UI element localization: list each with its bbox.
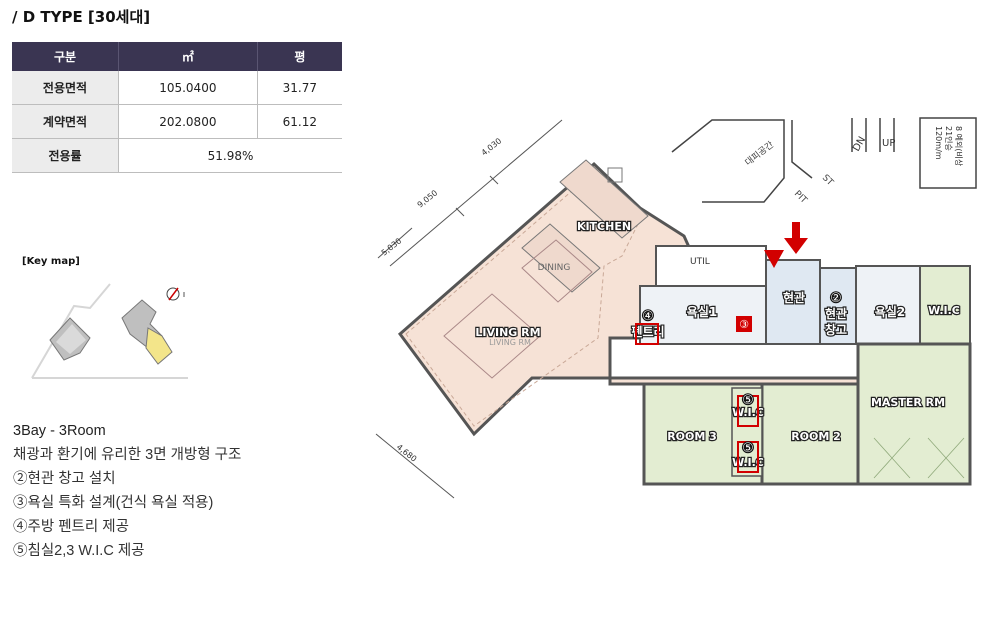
- core-label-st: ST: [820, 173, 835, 188]
- keymap-building-a-core: [56, 324, 86, 354]
- entrance-storage-label-1: 현관: [825, 306, 847, 321]
- feature-item: 채광과 환기에 유리한 3면 개방형 구조: [13, 447, 242, 463]
- side-note: 8 예외(비상: [954, 126, 964, 167]
- cell-m2: 202.0800: [118, 104, 258, 139]
- keymap-highlight-unit: [145, 327, 173, 365]
- cell-m2: 105.0400: [118, 71, 258, 105]
- bath2-zone: [855, 265, 921, 345]
- util-label: UTIL: [690, 257, 710, 267]
- bath1-label: 욕실1: [687, 304, 717, 319]
- table-row: 전용률 51.98%: [12, 138, 342, 173]
- entrance-storage-label-2: 창고: [825, 322, 847, 337]
- feature-list: 3Bay - 3Room 채광과 환기에 유리한 3면 개방형 구조 ②현관 창…: [13, 419, 241, 563]
- header-category: 구분: [12, 42, 119, 71]
- cell-merged-ratio: 51.98%: [118, 138, 342, 173]
- core-label-pit: PIT: [792, 189, 809, 206]
- entrance-zone: [765, 259, 821, 345]
- north-arrow-icon: [166, 287, 185, 301]
- room2-zone: [760, 382, 860, 486]
- row-label: 전용면적: [12, 71, 119, 105]
- marker-4: ④: [635, 308, 659, 345]
- bath1-pantry-zone: [639, 285, 767, 345]
- row-label: 전용률: [12, 138, 119, 173]
- window-hatching: [873, 437, 965, 479]
- feature-title: 3Bay - 3Room: [13, 423, 106, 439]
- kitchen-label: KITCHEN: [577, 220, 631, 233]
- cell-pyeong: 61.12: [257, 104, 342, 139]
- marker-5b-box: [737, 441, 759, 473]
- wic-label: W.I.C: [732, 406, 764, 419]
- marker-5a: ⑤: [737, 392, 759, 427]
- header-pyeong: 평: [257, 42, 342, 71]
- living-rm-label: LIVING RM: [475, 326, 540, 339]
- table-row: 계약면적 202.0800 61.12: [12, 104, 342, 139]
- room3-label: ROOM 3: [667, 430, 717, 443]
- master-rm-label: MASTER RM: [871, 396, 945, 409]
- wic-label: W.I.C: [732, 456, 764, 469]
- dimension-label: 5,030: [380, 236, 404, 257]
- stair-core: [671, 117, 977, 203]
- feature-item: ⑤침실2,3 W.I.C 제공: [13, 543, 145, 559]
- marker-3: ③: [736, 316, 752, 332]
- entry-arrow-icon: [764, 222, 808, 268]
- core-label-up: UP: [882, 138, 895, 149]
- marker-2-label: ②: [830, 291, 842, 306]
- feature-item: ③욕실 특화 설계(건식 욕실 적용): [13, 495, 214, 511]
- dimension-lines: [375, 119, 563, 499]
- core-label-evac: 대피공간: [743, 139, 776, 168]
- cell-pyeong: 31.77: [257, 71, 342, 105]
- header-m2: ㎡: [118, 42, 258, 71]
- marker-5a-label: ⑤: [742, 393, 754, 408]
- marker-2: ②: [829, 290, 843, 307]
- room2-label: ROOM 2: [791, 430, 841, 443]
- dining-label: DINING: [538, 263, 571, 273]
- bath2-label: 욕실2: [875, 304, 905, 319]
- marker-3-box: [736, 316, 752, 332]
- dimension-label: 4,680: [395, 442, 419, 463]
- dining-table-outline: [443, 239, 593, 379]
- table-header-row: 구분 ㎡ 평: [12, 42, 342, 71]
- master-wic-label: W.I.C: [928, 304, 960, 317]
- pantry-label: 펜트리: [631, 324, 664, 339]
- kitchen-counters: [521, 159, 649, 293]
- row-label: 계약면적: [12, 104, 119, 139]
- master-rm-zone: [856, 342, 972, 486]
- marker-5a-box: [737, 395, 759, 427]
- marker-5b-label: ⑤: [742, 441, 754, 456]
- floor-plan: 9,050 4,030 5,030 4,680 대피공간 P: [375, 117, 977, 499]
- living-rm-sublabel: LIVING RM: [489, 338, 531, 347]
- table-row: 전용면적 105.0400 31.77: [12, 71, 342, 105]
- side-note: 21인승: [944, 126, 954, 151]
- feature-item: ④주방 펜트리 제공: [13, 519, 129, 535]
- keymap-label: [Key map]: [22, 256, 80, 267]
- master-wic-zone: [919, 265, 971, 345]
- marker-5b: ⑤: [737, 440, 759, 473]
- keymap-diagram: [31, 283, 188, 379]
- feature-item: ②현관 창고 설치: [13, 471, 116, 487]
- side-note: 120m/m: [934, 126, 943, 160]
- dimension-label: 4,030: [480, 136, 504, 157]
- area-table: 구분 ㎡ 평 전용면적 105.0400 31.77 계약면적 202.0800…: [12, 42, 342, 173]
- entrance-label: 현관: [783, 290, 805, 305]
- marker-4-label: ④: [642, 309, 654, 324]
- page-title: / D TYPE [30세대]: [12, 8, 151, 26]
- marker-4-box: [635, 323, 659, 345]
- marker-3-label: ③: [739, 318, 749, 331]
- dimension-label: 9,050: [416, 188, 440, 209]
